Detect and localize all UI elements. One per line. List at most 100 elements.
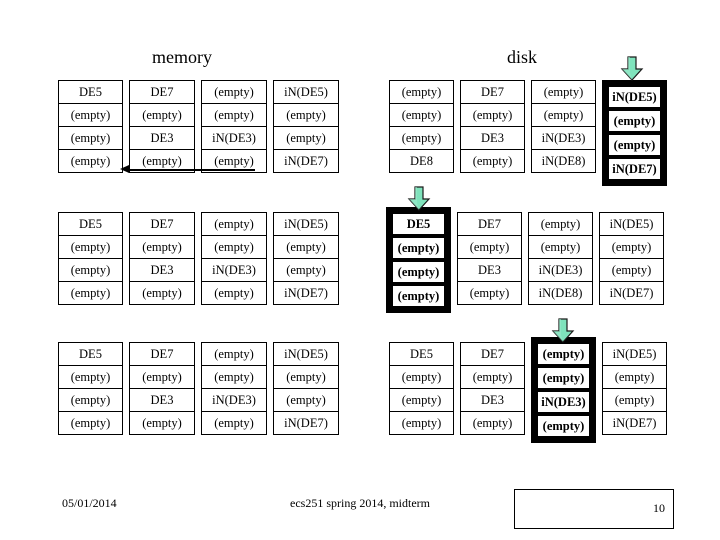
cell: (empty) [602, 365, 667, 389]
cell: DE7 [460, 80, 525, 104]
cell: (empty) [608, 134, 661, 156]
memory-r2-column-3[interactable]: iN(DE5) (empty) (empty) iN(DE7) [273, 212, 339, 305]
cell: (empty) [528, 212, 593, 236]
memory-r1-column-0[interactable]: DE5 (empty) (empty) (empty) [58, 80, 123, 173]
cell: (empty) [599, 235, 664, 259]
memory-r2-column-1[interactable]: DE7 (empty) DE3 (empty) [129, 212, 195, 305]
cell: iN(DE7) [273, 411, 339, 435]
memory-r1-column-1[interactable]: DE7 (empty) DE3 (empty) [129, 80, 195, 173]
cell: (empty) [537, 367, 590, 389]
cell: iN(DE3) [537, 391, 590, 413]
cell: iN(DE5) [608, 86, 661, 108]
memory-block-row-2: DE5 (empty) (empty) (empty) DE7 (empty) … [58, 212, 339, 305]
memory-r2-column-0[interactable]: DE5 (empty) (empty) (empty) [58, 212, 123, 305]
disk-r1-column-3-highlighted[interactable]: iN(DE5) (empty) (empty) iN(DE7) [602, 80, 667, 186]
disk-r3-column-0[interactable]: DE5 (empty) (empty) (empty) [389, 342, 454, 435]
cell: (empty) [129, 281, 195, 305]
down-arrow-icon-disk-row-2 [407, 186, 431, 212]
cell: (empty) [273, 365, 339, 389]
memory-r2-column-2[interactable]: (empty) (empty) iN(DE3) (empty) [201, 212, 267, 305]
cell: (empty) [129, 365, 195, 389]
cell: DE5 [58, 80, 123, 104]
cell: DE5 [58, 212, 123, 236]
memory-r1-column-3[interactable]: iN(DE5) (empty) (empty) iN(DE7) [273, 80, 339, 173]
cell: iN(DE7) [602, 411, 667, 435]
cell: iN(DE3) [531, 126, 596, 150]
footer-course-label: ecs251 spring 2014, midterm [290, 496, 430, 510]
cell: (empty) [129, 411, 195, 435]
cell: (empty) [201, 342, 267, 366]
disk-r1-column-2[interactable]: (empty) (empty) iN(DE3) iN(DE8) [531, 80, 596, 173]
disk-r2-column-2[interactable]: (empty) (empty) iN(DE3) iN(DE8) [528, 212, 593, 305]
memory-r1-column-2[interactable]: (empty) (empty) iN(DE3) (empty) [201, 80, 267, 173]
disk-r1-column-0[interactable]: (empty) (empty) (empty) DE8 [389, 80, 454, 173]
cell: DE8 [389, 149, 454, 173]
cell: (empty) [599, 258, 664, 282]
disk-r2-column-1[interactable]: DE7 (empty) DE3 (empty) [457, 212, 522, 305]
cell: DE7 [460, 342, 525, 366]
memory-r3-column-3[interactable]: iN(DE5) (empty) (empty) iN(DE7) [273, 342, 339, 435]
cell: (empty) [602, 388, 667, 412]
memory-r3-column-1[interactable]: DE7 (empty) DE3 (empty) [129, 342, 195, 435]
cell: (empty) [273, 258, 339, 282]
cell: iN(DE3) [528, 258, 593, 282]
memory-block-row-3: DE5 (empty) (empty) (empty) DE7 (empty) … [58, 342, 339, 435]
cell: (empty) [528, 235, 593, 259]
disk-r3-column-3[interactable]: iN(DE5) (empty) (empty) iN(DE7) [602, 342, 667, 435]
cell: DE5 [58, 342, 123, 366]
disk-r1-column-1[interactable]: DE7 (empty) DE3 (empty) [460, 80, 525, 173]
cell: (empty) [273, 235, 339, 259]
cell: iN(DE8) [531, 149, 596, 173]
cell: (empty) [201, 235, 267, 259]
cell: (empty) [457, 281, 522, 305]
disk-r3-column-2-highlighted[interactable]: (empty) (empty) iN(DE3) (empty) [531, 337, 596, 443]
cell: (empty) [58, 258, 123, 282]
cell: (empty) [460, 411, 525, 435]
cell: (empty) [58, 411, 123, 435]
cell: (empty) [457, 235, 522, 259]
cell: (empty) [58, 365, 123, 389]
cell: DE7 [129, 80, 195, 104]
cell: (empty) [129, 103, 195, 127]
cell: (empty) [201, 281, 267, 305]
cell: iN(DE7) [608, 158, 661, 180]
disk-r2-column-0-highlighted[interactable]: DE5 (empty) (empty) (empty) [386, 207, 451, 313]
cell: DE7 [129, 212, 195, 236]
cell: (empty) [531, 80, 596, 104]
cell: (empty) [389, 388, 454, 412]
cell: (empty) [58, 235, 123, 259]
cell: (empty) [273, 388, 339, 412]
cell: DE7 [457, 212, 522, 236]
cell: iN(DE5) [273, 212, 339, 236]
cell: (empty) [58, 388, 123, 412]
cell: (empty) [608, 110, 661, 132]
cell: (empty) [392, 285, 445, 307]
disk-r3-column-1[interactable]: DE7 (empty) DE3 (empty) [460, 342, 525, 435]
memory-pointer-arrow-icon [120, 165, 255, 174]
cell: iN(DE8) [528, 281, 593, 305]
memory-heading: memory [152, 47, 212, 67]
down-arrow-icon-disk-row-3 [551, 318, 575, 344]
cell: (empty) [389, 80, 454, 104]
cell: (empty) [389, 126, 454, 150]
cell: (empty) [201, 80, 267, 104]
cell: iN(DE3) [201, 126, 267, 150]
cell: iN(DE5) [602, 342, 667, 366]
memory-r3-column-2[interactable]: (empty) (empty) iN(DE3) (empty) [201, 342, 267, 435]
memory-r3-column-0[interactable]: DE5 (empty) (empty) (empty) [58, 342, 123, 435]
cell: (empty) [460, 149, 525, 173]
memory-block-row-1: DE5 (empty) (empty) (empty) DE7 (empty) … [58, 80, 339, 173]
cell: DE3 [129, 388, 195, 412]
page-number: 10 [653, 501, 665, 515]
cell: (empty) [537, 343, 590, 365]
cell: (empty) [392, 237, 445, 259]
cell: DE3 [129, 126, 195, 150]
disk-block-row-2: DE5 (empty) (empty) (empty) DE7 (empty) … [386, 207, 664, 313]
cell: iN(DE3) [201, 388, 267, 412]
down-arrow-icon-disk-row-1 [620, 56, 644, 82]
page-number-box: 10 [514, 489, 674, 529]
cell: (empty) [201, 212, 267, 236]
disk-r2-column-3[interactable]: iN(DE5) (empty) (empty) iN(DE7) [599, 212, 664, 305]
cell: DE3 [460, 388, 525, 412]
